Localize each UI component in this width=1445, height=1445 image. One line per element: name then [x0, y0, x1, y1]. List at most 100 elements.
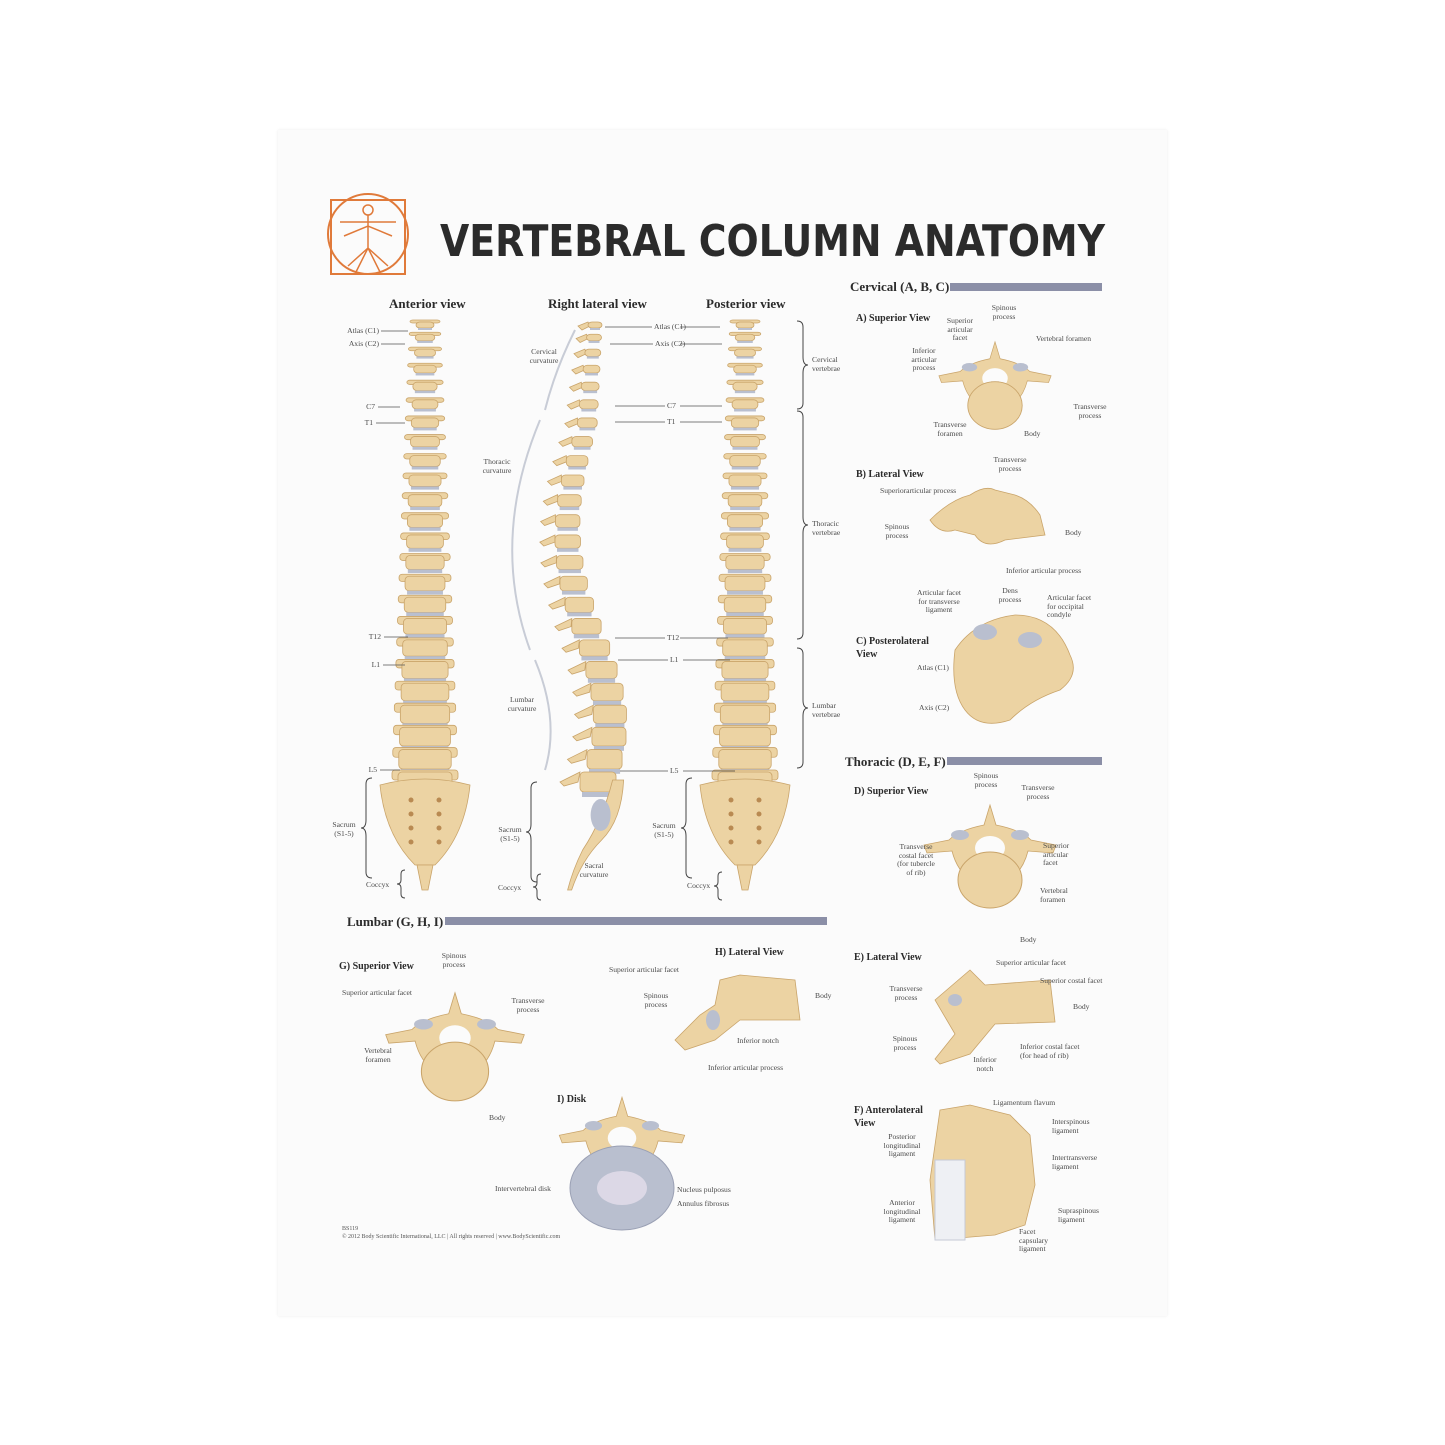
vertebra	[719, 726, 771, 747]
vertebra	[555, 514, 581, 528]
intervertebral-disc	[404, 656, 446, 661]
vertebra	[719, 704, 771, 724]
sacral-foramen	[756, 797, 762, 803]
label-axis: Axis (C2)	[348, 339, 379, 348]
intervertebral-disc	[415, 373, 435, 376]
intervertebral-disc	[586, 356, 599, 359]
spinous-process	[543, 575, 561, 589]
vertebra	[723, 596, 767, 613]
intervertebral-disc	[568, 466, 586, 470]
label: Anterior longitudinal ligament	[883, 1198, 921, 1224]
articular-facet	[1018, 632, 1042, 648]
vertebral-body	[957, 851, 1023, 909]
spinous-process	[564, 417, 579, 428]
thoracic-superior-vertebra	[923, 803, 1057, 909]
vertebra	[411, 399, 439, 410]
vertebra	[592, 704, 627, 724]
spinous-process	[568, 381, 584, 392]
vertebra	[406, 534, 444, 549]
intervertebral-disc	[558, 569, 581, 574]
articular-facet	[584, 1121, 603, 1131]
intervertebral-disc	[727, 569, 763, 574]
vertebra	[722, 639, 768, 657]
label: Transverse process	[1021, 783, 1055, 801]
intervertebral-disc	[729, 527, 761, 531]
label: Articular facet for occipital condyle	[1047, 593, 1092, 619]
sacral-foramen	[728, 797, 734, 803]
vertebra	[560, 474, 585, 487]
sacrum	[699, 778, 791, 866]
vertebra	[414, 333, 436, 342]
label-c7-lateral: C7	[667, 401, 676, 410]
label: Superior costal facet	[1040, 976, 1103, 985]
curvature-guides	[511, 329, 576, 771]
vertebra	[584, 348, 602, 357]
label-sacral-curvature: Sacral curvature	[579, 861, 609, 879]
lumbar-h-title: H) Lateral View	[715, 947, 784, 958]
label: Body	[489, 1113, 506, 1122]
label-thoracic-vertebrae: Thoracic vertebrae	[812, 519, 841, 537]
vertebra	[585, 661, 618, 679]
intervertebral-disc	[737, 340, 753, 343]
cervical-posterolateral-vertebrae	[953, 614, 1074, 724]
articular-facet	[1011, 830, 1029, 840]
label: Body	[1020, 935, 1037, 944]
intervertebral-disc	[414, 408, 436, 412]
articular-facet	[414, 1019, 433, 1030]
label-cervical-curvature: Cervical curvature	[529, 347, 559, 365]
vertebra	[413, 364, 437, 374]
label: Articular facet for transverse ligament	[916, 588, 962, 614]
label: Vertebral foramen	[1036, 334, 1092, 343]
label-l1: L1	[371, 660, 380, 669]
label: Superiorarticular process	[880, 486, 957, 495]
intervertebral-disc	[405, 634, 445, 639]
intervertebral-disc	[417, 340, 433, 343]
spinous-process	[573, 704, 594, 719]
label: Spinous process	[991, 303, 1017, 321]
vertebra	[590, 682, 624, 702]
label: Body	[815, 991, 832, 1000]
label-lumbar-vertebrae: Lumbar vertebrae	[812, 701, 841, 719]
intervertebral-disc	[592, 700, 622, 706]
spinous-process	[554, 617, 573, 632]
vertebra	[727, 494, 763, 508]
posterior-view-heading: Posterior view	[706, 296, 786, 311]
vertebra	[554, 534, 581, 549]
label: Inferior articular process	[1006, 566, 1082, 575]
intervertebral-disc	[410, 486, 440, 490]
spinous-process	[559, 771, 581, 787]
label: Superior articular facet	[342, 988, 412, 997]
articular-facet	[973, 624, 997, 640]
posterior-spine	[699, 319, 791, 891]
label-c7: C7	[366, 402, 375, 411]
sacral-facet	[590, 799, 611, 831]
label: Spinous process	[892, 1034, 918, 1052]
label: Spinous process	[441, 951, 467, 969]
label-axis-lateral: Axis (C2)	[655, 339, 686, 348]
intervertebral-disc	[735, 373, 755, 376]
label-atlas-lateral: Atlas (C1)	[654, 322, 686, 331]
poster-title: VERTEBRAL COLUMN ANATOMY	[440, 216, 1106, 267]
spinous-process	[540, 554, 557, 568]
vertebra	[407, 494, 443, 508]
vertebra	[586, 333, 602, 342]
coccyx	[736, 864, 754, 891]
intervertebral-disc	[734, 408, 756, 412]
sacral-foramen	[408, 825, 414, 831]
label-l5-lateral: L5	[670, 766, 679, 775]
intervertebral-disc	[573, 634, 600, 639]
label: Inferior costal facet (for head of rib)	[1020, 1042, 1080, 1060]
cervical-section-bar	[950, 283, 1102, 291]
intervertebral-disc	[557, 548, 579, 552]
cervical-c-title: C) Posterolateral View	[856, 636, 929, 660]
vertebra	[725, 555, 765, 570]
vertebra	[731, 399, 759, 410]
articular-facet	[641, 1121, 660, 1131]
label-atlas: Atlas (C1)	[347, 326, 379, 335]
intervertebral-disc	[733, 427, 757, 431]
lumbar-lateral-vertebra	[674, 974, 801, 1051]
label: Vertebral foramen	[1040, 886, 1068, 904]
label: Axis (C2)	[919, 703, 950, 712]
label: Transverse costal facet (for tubercle of…	[897, 842, 935, 877]
vertebra	[412, 381, 438, 392]
